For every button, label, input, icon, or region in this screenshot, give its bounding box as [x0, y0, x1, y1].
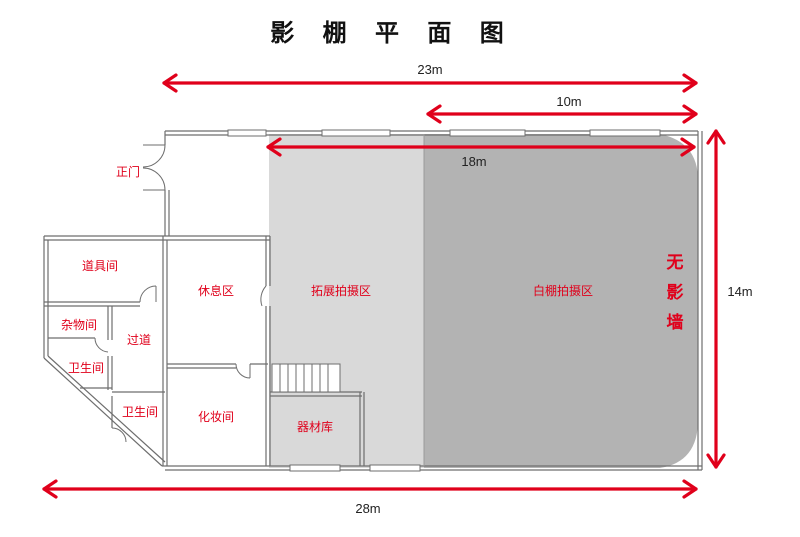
- main-door-symbol: [142, 144, 166, 191]
- dimension-arrow-inner: [266, 137, 696, 157]
- dimension-label-bottom: 28m: [355, 501, 380, 516]
- extension-zone-area: [269, 134, 424, 468]
- dimension-arrow-bottom: [42, 479, 698, 499]
- dimension-label-white: 10m: [556, 94, 581, 109]
- restroom-b-label: 卫生间: [122, 405, 158, 419]
- white-zone-label: 白棚拍摄区: [533, 283, 593, 298]
- staircase: [271, 363, 341, 393]
- props-room-label: 道具间: [82, 259, 118, 273]
- building-walls: [43, 129, 703, 472]
- storage-room-label: 杂物间: [61, 318, 97, 332]
- dimension-label-height: 14m: [727, 284, 752, 299]
- dimension-arrow-top: [162, 73, 698, 93]
- corridor-label: 过道: [127, 333, 151, 347]
- interior-doors: [94, 285, 267, 443]
- no-shadow-wall-char-3: 墙: [667, 312, 684, 333]
- extension-zone-label: 拓展拍摄区: [311, 283, 371, 298]
- dimension-label-top: 23m: [417, 62, 442, 77]
- restroom-a-label: 卫生间: [68, 361, 104, 375]
- dimension-label-inner: 18m: [461, 154, 486, 169]
- dimension-arrow-white: [426, 104, 698, 124]
- no-shadow-wall-char-1: 无: [666, 253, 684, 273]
- equipment-room-label: 器材库: [297, 419, 333, 434]
- plan-title: 影 棚 平 面 图: [270, 19, 513, 47]
- dimension-arrow-height: [706, 129, 726, 469]
- main-door-label: 正门: [116, 164, 140, 179]
- white-zone-area: [424, 134, 698, 468]
- makeup-room-label: 化妆间: [198, 410, 234, 424]
- lounge-label: 休息区: [198, 283, 234, 298]
- no-shadow-wall-char-2: 影: [667, 283, 684, 303]
